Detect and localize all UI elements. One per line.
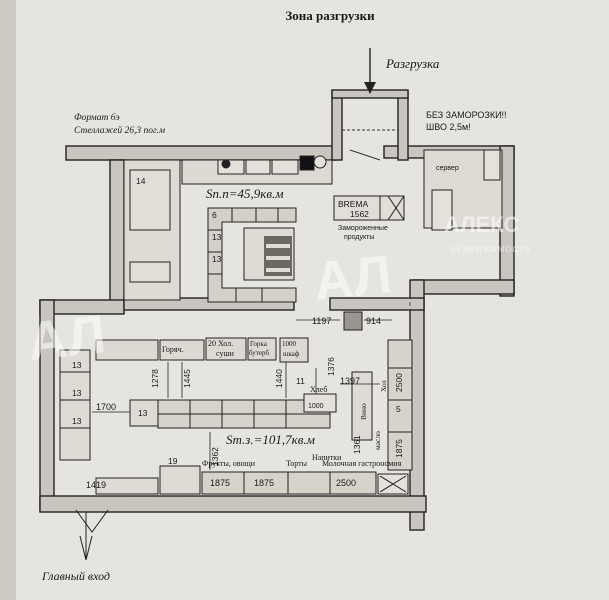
sales-area-size: Sт.з.=101,7кв.м	[226, 432, 315, 447]
watermark-subtitle: НЕДВИЖИМОСТЬ	[450, 245, 531, 254]
hoz-label: Хоз	[379, 380, 388, 392]
dim-1278: 1278	[150, 369, 160, 388]
washing-block	[264, 236, 292, 276]
num-13-f: 13	[212, 254, 222, 264]
sushi-label: суши	[216, 349, 235, 358]
main-entrance-label: Главный вход	[41, 569, 110, 583]
dimension-lines	[92, 319, 392, 470]
dim-2500-bottom: 2500	[336, 478, 356, 488]
num-13-e: 13	[212, 232, 222, 242]
num-14: 14	[136, 176, 146, 186]
dim-1700: 1700	[96, 402, 116, 412]
brema-label: BREMA	[338, 199, 369, 209]
dim-1361: 1361	[352, 435, 362, 454]
num-13-b: 13	[72, 388, 82, 398]
gorka-label: Горка	[250, 340, 268, 348]
buter-label: бутерб	[249, 349, 269, 357]
dim-1440: 1440	[274, 369, 284, 388]
hot-label: Горяч.	[162, 345, 184, 354]
num-11: 11	[296, 376, 305, 386]
drinks-label: Напитки	[312, 453, 342, 462]
dim-914: 914	[366, 316, 381, 326]
paper-fold-shadow	[0, 0, 16, 600]
dim-2500-right: 2500	[394, 373, 404, 392]
dim-1197: 1197	[312, 316, 331, 326]
shkaf-label: шкаф	[283, 350, 300, 358]
watermark-logo-left: АЛ	[25, 304, 108, 372]
num-13-d: 13	[138, 408, 148, 418]
fruits-label: Фрукты, овощи	[202, 459, 256, 468]
wine-label: Вино	[359, 403, 368, 420]
brema-number: 1562	[350, 209, 369, 219]
dim-1376: 1376	[326, 357, 336, 376]
title-unload-zone: Зона разгрузки	[285, 8, 375, 23]
dim-1419: 1419	[86, 480, 106, 490]
milk-side-label: масло	[373, 431, 382, 450]
note-racks: Стеллажей 26,3 пог.м	[74, 125, 165, 136]
dim-1875-a: 1875	[210, 478, 230, 488]
note-format: Формат 6э	[74, 113, 120, 123]
main-entrance-door	[75, 509, 109, 561]
cold-label: 20 Хол.	[208, 339, 233, 348]
unload-label: Разгрузка	[385, 56, 440, 71]
dim-1445: 1445	[182, 369, 192, 388]
num-5: 5	[396, 404, 401, 414]
note-no-freeze-2: ШВО 2,5м!	[426, 122, 471, 132]
storage-area-size: Sп.п=45,9кв.м	[206, 186, 284, 201]
dim-1875-c: 1875	[394, 439, 404, 458]
dim-1362: 1362	[210, 447, 220, 466]
watermark-logo-center: АЛ	[311, 244, 394, 312]
num-13-a: 13	[72, 360, 82, 370]
dim-1875-b: 1875	[254, 478, 274, 488]
dim-1397: 1397	[340, 376, 360, 386]
cakes-label: Торты	[286, 459, 308, 468]
watermark-brand: АЛЕКС	[444, 212, 519, 237]
sales-area	[59, 337, 413, 495]
frozen-label-2: продукты	[344, 234, 374, 241]
shkaf-number: 1000	[282, 340, 297, 348]
storage-area	[123, 149, 503, 331]
num-13-c: 13	[72, 416, 82, 426]
num-6: 6	[212, 210, 217, 220]
freezer-label: сервер	[436, 165, 459, 172]
bread-label: Хлеб	[310, 385, 327, 394]
num-19: 19	[168, 456, 178, 466]
frozen-label-1: Замороженные	[338, 225, 388, 232]
milk-label: Молочная гастрономия	[322, 459, 402, 468]
dim-1000: 1000	[308, 403, 324, 410]
unload-arrow	[364, 48, 376, 94]
note-no-freeze-1: БЕЗ ЗАМОРОЗКИ!!	[426, 110, 507, 120]
